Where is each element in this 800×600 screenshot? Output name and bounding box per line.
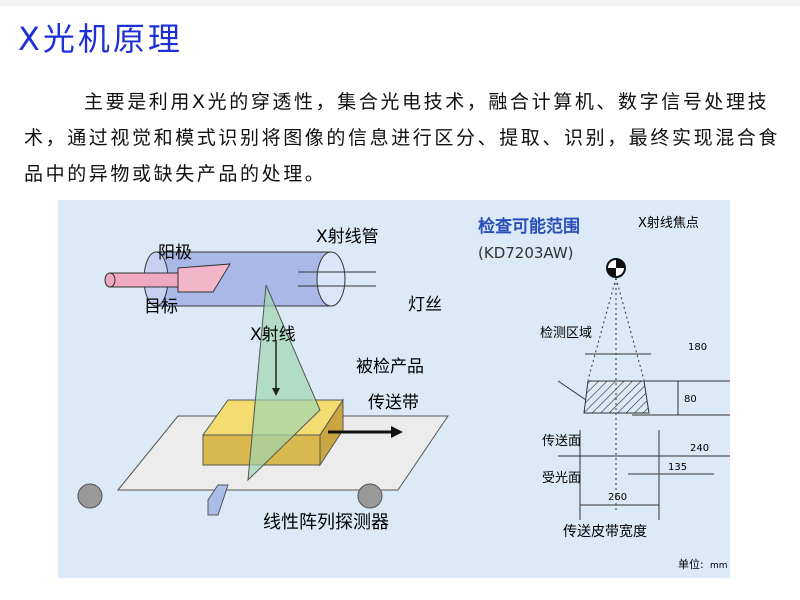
description-paragraph: 主要是利用X光的穿透性，集合光电技术，融合计算机、数字信号处理技术，通过视觉和模…: [24, 91, 781, 185]
xray-diagram: X射线管 阳极 目标 灯丝 X射线 被检产品 传送带 线性阵列探测器 检查可能范…: [58, 200, 768, 578]
page-title: X光机原理: [18, 20, 183, 58]
label-detector: 线性阵列探测器: [263, 512, 389, 533]
label-receive-surface: 受光面: [542, 471, 581, 486]
dim-135: 135: [668, 462, 687, 473]
label-filament: 灯丝: [408, 295, 442, 315]
label-conveyor-surface: 传送面: [542, 434, 581, 449]
label-target: 目标: [144, 297, 178, 317]
label-focus: X射线焦点: [638, 215, 699, 231]
range-title: 检查可能范围: [478, 216, 580, 237]
xray-tube: [104, 251, 376, 307]
label-belt: 传送带: [368, 393, 419, 413]
xray-beam: [247, 284, 321, 482]
top-bar: [0, 0, 800, 6]
unit-value: mm: [710, 561, 728, 571]
dim-260: 260: [608, 492, 627, 503]
model-label: (KD7203AW): [478, 244, 574, 262]
label-belt-width: 传送皮带宽度: [563, 523, 647, 540]
dim-240: 240: [690, 443, 709, 454]
dim-height: 80: [684, 394, 697, 405]
label-tube: X射线管: [316, 227, 379, 247]
label-anode: 阳极: [158, 243, 192, 263]
unit-label: 单位:: [678, 557, 704, 571]
focus-point-icon: [606, 258, 626, 278]
label-product: 被检产品: [356, 357, 424, 377]
detection-area: [583, 380, 650, 414]
dim-top: 180: [688, 342, 707, 353]
label-xray: X射线: [250, 325, 296, 345]
label-area: 检测区域: [540, 326, 592, 341]
